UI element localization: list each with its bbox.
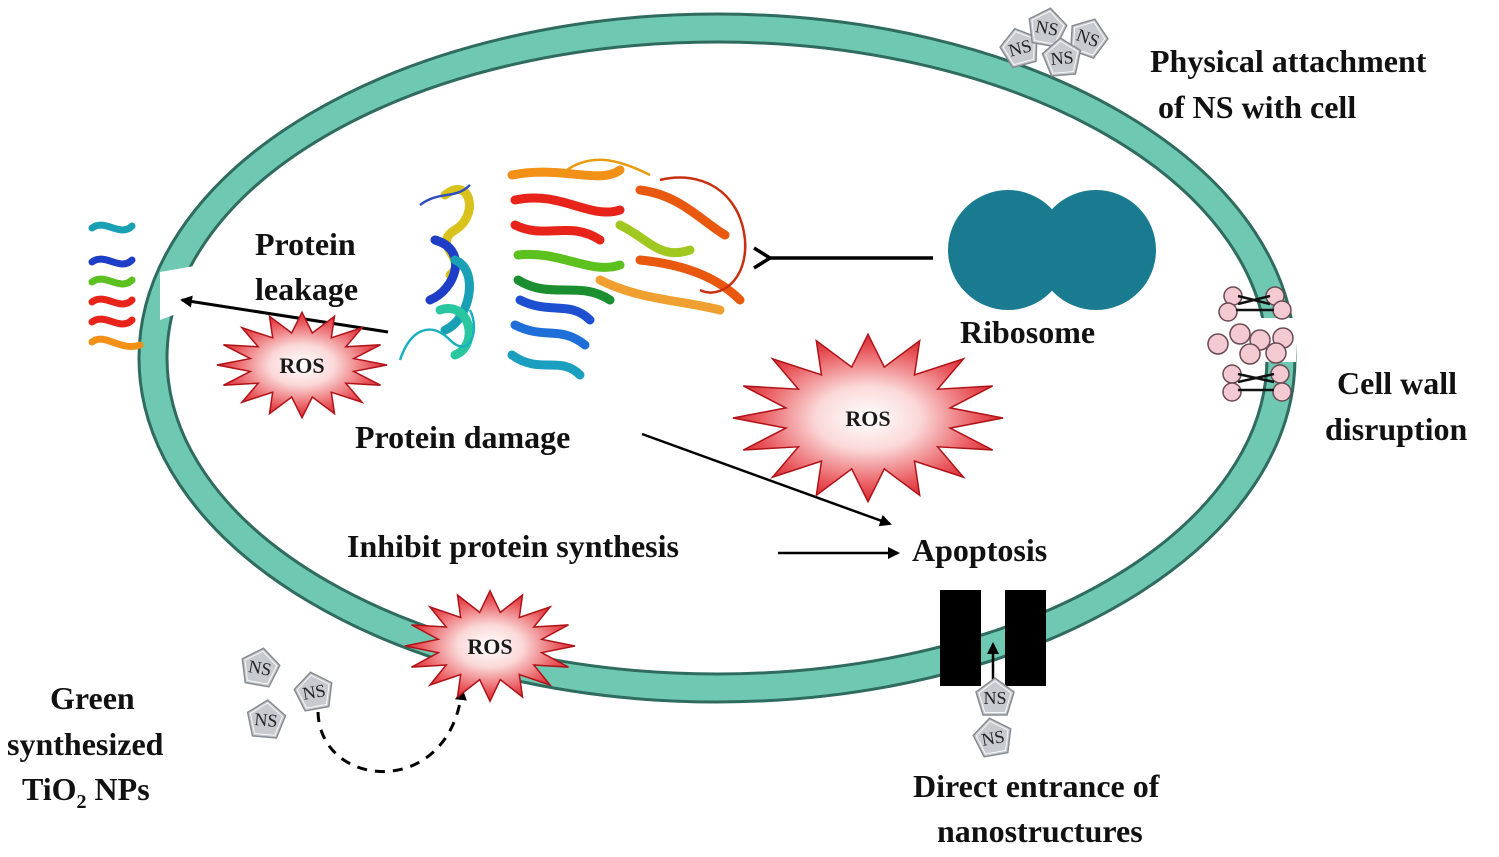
membrane-channel-icon [940,590,1046,686]
label-direct-entrance: Direct entrance of [913,768,1160,804]
ns-label: NS [983,688,1006,708]
label-cell-wall-2: disruption [1325,411,1467,447]
ros-label: ROS [845,406,890,431]
nanostructure-6: NS [291,668,337,713]
ns-label: NS [980,726,1006,750]
nanostructure-8: NS [975,677,1015,716]
protein-structure-icon [398,158,747,390]
nanostructure-2: NS [1024,4,1070,49]
label-protein-damage: Protein damage [355,419,570,455]
ros-burst-3: ROS [404,589,576,704]
ns-label: NS [247,656,273,680]
label-synthesized: synthesized [7,726,164,762]
ros-burst-1: ROS [216,310,388,420]
label-physical-attachment-2: of NS with cell [1158,89,1356,125]
ns-label: NS [1034,16,1060,40]
ns-label: NS [301,680,327,704]
nanostructure-4: NS [1040,35,1084,78]
ros-label: ROS [279,353,324,378]
label-inhibit-protein-synthesis: Inhibit protein synthesis [347,528,679,564]
label-physical-attachment: Physical attachment [1150,43,1427,79]
label-protein-leakage: Protein [255,226,356,262]
label-cell-wall: Cell wall [1337,365,1457,401]
membrane-pore-icon [1207,286,1296,402]
nanostructure-7: NS [244,697,288,740]
nanostructure-1: NS [995,23,1044,71]
label-green: Green [50,680,135,716]
nanostructure-5: NS [237,644,283,689]
label-protein-leakage-2: leakage [255,271,358,307]
labels: Physical attachment of NS with cell Prot… [7,43,1467,849]
label-ribosome: Ribosome [960,314,1095,350]
label-apoptosis: Apoptosis [912,532,1047,568]
ros-burst-icon: ROS ROS ROS [216,310,1004,704]
label-tio2-nps: TiO2 NPs [22,771,150,813]
ns-label: NS [254,709,279,731]
ns-label: NS [1050,47,1075,69]
leaked-protein-icon [88,221,144,350]
nanostructure-9: NS [970,714,1016,759]
ros-burst-2: ROS [732,332,1004,504]
label-nanostructures: nanostructures [937,813,1143,849]
ribosome-icon [948,190,1156,310]
nanostructure-3: NS [1063,11,1114,62]
arrows [180,246,933,773]
ros-label: ROS [467,634,512,659]
